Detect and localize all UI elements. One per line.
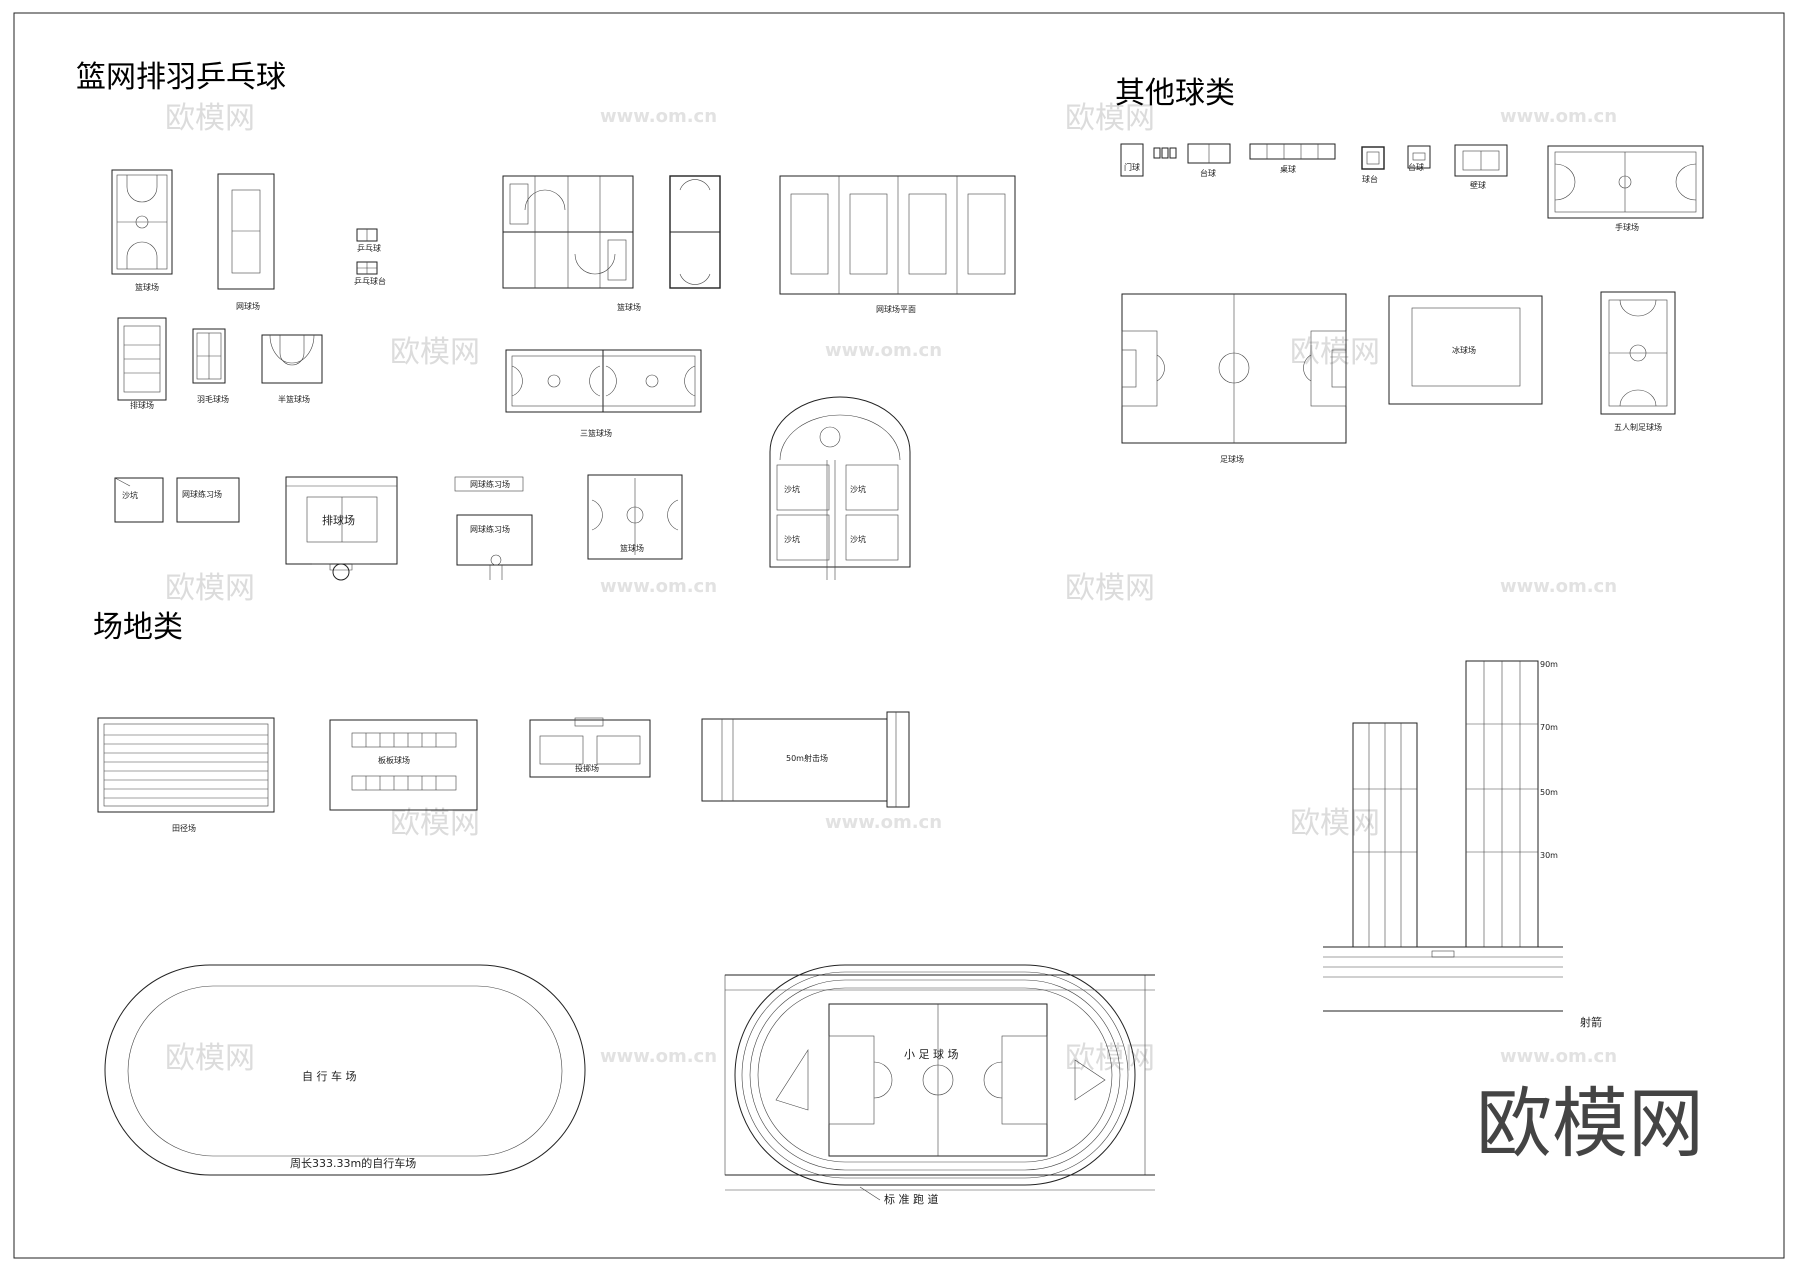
- label-mini-football: 小 足 球 场: [904, 1047, 959, 1061]
- label-tennis-practice-b-inner: 网球练习场: [470, 524, 510, 534]
- watermark-brand: 欧模网: [390, 806, 480, 841]
- label-cycling-inner: 自 行 车 场: [302, 1069, 357, 1083]
- watermark-url: www.om.cn: [600, 1046, 717, 1067]
- watermark-brand: 欧模网: [1065, 571, 1155, 606]
- watermark-url: www.om.cn: [1500, 576, 1617, 597]
- label-table-tennis-1: 乒乓球: [357, 243, 381, 253]
- label-tennis-practice-a: 网球练习场: [182, 489, 222, 499]
- football-field: 足球场: [1121, 293, 1347, 464]
- watermark-brand: 欧模网: [165, 101, 255, 136]
- label-tennis: 网球场: [236, 301, 260, 311]
- label-badminton: 羽毛球场: [197, 394, 229, 404]
- label-handball: 手球场: [1615, 222, 1639, 232]
- background-watermarks: 欧模网 www.om.cn 欧模网 www.om.cn 欧模网 www.om.c…: [165, 101, 1617, 1076]
- label-archery-70: 70m: [1540, 723, 1558, 732]
- tennis-practice-b: 网球练习场 网球练习场: [454, 476, 533, 580]
- label-archery-50: 50m: [1540, 788, 1558, 797]
- badminton-court: 羽毛球场: [192, 328, 229, 404]
- label-shooting: 50m射击场: [786, 753, 828, 763]
- shooting-range-venue: 50m射击场: [701, 711, 910, 808]
- watermark-brand: 欧模网: [390, 335, 480, 370]
- standard-running-track: 小 足 球 场 标 准 跑 道: [724, 964, 1155, 1206]
- label-archery-90: 90m: [1540, 660, 1558, 669]
- cycling-track: 自 行 车 场 周长333.33m的自行车场: [104, 964, 586, 1176]
- futsal-court: 五人制足球场: [1600, 291, 1676, 432]
- label-standard-track: 标 准 跑 道: [884, 1192, 939, 1206]
- triple-basketball-court: 三篮球场: [505, 349, 702, 438]
- sheet-border: [13, 12, 1785, 1259]
- basketball-court-mid: 篮球场: [587, 474, 683, 560]
- archery-range: 90m 70m 50m 30m 射箭: [1323, 660, 1602, 1029]
- label-half-basketball: 半篮球场: [278, 394, 310, 404]
- label-small-4: 球台: [1362, 174, 1378, 184]
- label-volleyball-mid: 排球场: [322, 513, 355, 527]
- label-track-field: 田径场: [172, 823, 196, 833]
- label-basketball-mid: 篮球场: [620, 543, 644, 553]
- label-triple-basketball: 三篮球场: [580, 428, 612, 438]
- label-futsal: 五人制足球场: [1614, 422, 1662, 432]
- basketball-court: 篮球场: [111, 169, 173, 292]
- label-small-3: 桌球: [1280, 164, 1296, 174]
- section-title-ball-courts: 篮网排羽乒乓球: [76, 60, 286, 95]
- watermark-brand: 欧模网: [1065, 101, 1155, 136]
- volleyball-stadium: 排球场: [285, 476, 398, 581]
- label-parking: 板板球场: [378, 755, 410, 765]
- label-cycling-caption: 周长333.33m的自行车场: [290, 1156, 416, 1170]
- label-basketball-multi: 篮球场: [617, 302, 641, 312]
- watermark-brand: 欧模网: [1065, 1041, 1155, 1076]
- watermark-url: www.om.cn: [825, 340, 942, 361]
- label-volleyball: 排球场: [130, 400, 154, 410]
- label-archery: 射箭: [1580, 1015, 1602, 1029]
- multi-basketball-court: 篮球场: [502, 175, 721, 312]
- label-sand-c: 沙坑: [784, 534, 800, 544]
- track-field-venue: 田径场: [97, 717, 275, 833]
- label-ice-court: 冰球场: [1452, 345, 1476, 355]
- section-title-other-balls: 其他球类: [1115, 76, 1235, 111]
- watermark-brand: 欧模网: [1290, 806, 1380, 841]
- watermark-url: www.om.cn: [600, 106, 717, 127]
- ice-court: 冰球场: [1388, 295, 1543, 405]
- watermark-brand: 欧模网: [1290, 335, 1380, 370]
- volleyball-court: 排球场: [117, 317, 167, 410]
- brand-watermark-large: 欧模网: [1476, 1079, 1704, 1168]
- label-table-tennis-2: 乒乓球台: [354, 276, 386, 286]
- parking-venue: 板板球场: [329, 719, 478, 811]
- label-throw-field: 投掷场: [575, 763, 599, 773]
- multi-tennis-court: 网球场平面: [779, 175, 1016, 314]
- label-small-1: 门球: [1124, 162, 1140, 172]
- label-tennis-practice-b: 网球练习场: [470, 479, 510, 489]
- handball-court: 手球场: [1547, 145, 1704, 232]
- label-basketball: 篮球场: [135, 282, 159, 292]
- sand-complex: 沙坑 沙坑 沙坑 沙坑: [769, 396, 911, 580]
- section-title-venues: 场地类: [93, 610, 183, 645]
- watermark-url: www.om.cn: [600, 576, 717, 597]
- watermark-url: www.om.cn: [825, 812, 942, 833]
- label-small-6: 壁球: [1470, 180, 1486, 190]
- label-football: 足球场: [1220, 454, 1244, 464]
- label-sand-d: 沙坑: [850, 534, 866, 544]
- watermark-brand: 欧模网: [165, 1041, 255, 1076]
- label-sand-box: 沙坑: [122, 490, 138, 500]
- label-small-2: 台球: [1200, 168, 1216, 178]
- label-sand-b: 沙坑: [850, 484, 866, 494]
- label-archery-30: 30m: [1540, 851, 1558, 860]
- half-basketball-court: 半篮球场: [261, 334, 323, 404]
- small-ball-icons: 门球 台球 桌球 球台 台球 壁球: [1120, 143, 1508, 190]
- label-sand-a: 沙坑: [784, 484, 800, 494]
- tennis-court: 网球场: [217, 173, 275, 311]
- watermark-brand: 欧模网: [165, 571, 255, 606]
- label-tennis-multi: 网球场平面: [876, 304, 916, 314]
- sand-box-pair: 沙坑 网球练习场: [114, 477, 240, 523]
- watermark-url: www.om.cn: [1500, 1046, 1617, 1067]
- label-small-5: 台球: [1408, 162, 1424, 172]
- throw-field-venue: 投掷场: [529, 717, 651, 778]
- watermark-url: www.om.cn: [1500, 106, 1617, 127]
- table-tennis-tables: 乒乓球 乒乓球台: [354, 228, 386, 286]
